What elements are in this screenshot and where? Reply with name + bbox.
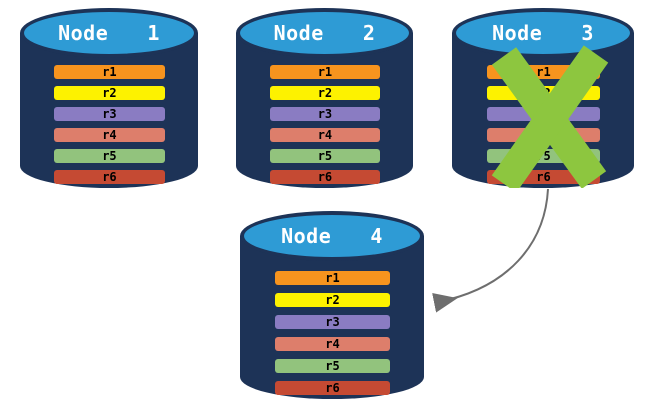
replica-row-r1: r1 — [269, 65, 381, 79]
replica-row-r3: r3 — [486, 107, 601, 121]
replica-row-r5: r5 — [269, 149, 381, 163]
replica-row-r4: r4 — [274, 337, 390, 351]
node-2-replica-rows: r1 r2 r3 r4 r5 r6 — [269, 65, 381, 184]
replica-row-r2: r2 — [274, 293, 390, 307]
node-4-cylinder: Node 4 r1 r2 r3 r4 r5 r6 — [240, 211, 424, 399]
node-1-replica-rows: r1 r2 r3 r4 r5 r6 — [53, 65, 166, 184]
replica-row-r5: r5 — [53, 149, 166, 163]
replica-row-r1: r1 — [486, 65, 601, 79]
replica-row-r1: r1 — [274, 271, 390, 285]
node-1-label: Node 1 — [58, 21, 160, 45]
node-3-label: Node 3 — [492, 21, 594, 45]
node-3-cylinder-top: Node 3 — [452, 8, 634, 58]
replica-row-r3: r3 — [53, 107, 166, 121]
replica-row-r6: r6 — [53, 170, 166, 184]
replica-row-r3: r3 — [274, 315, 390, 329]
replica-row-r4: r4 — [486, 128, 601, 142]
node-4-cylinder-top: Node 4 — [240, 211, 424, 261]
node-3-cylinder: Node 3 r1 r2 r3 r4 r5 r6 — [452, 8, 634, 188]
node-3-replica-rows: r1 r2 r3 r4 r5 r6 — [486, 65, 601, 184]
replica-row-r2: r2 — [486, 86, 601, 100]
replica-row-r5: r5 — [486, 149, 601, 163]
node-4-replica-rows: r1 r2 r3 r4 r5 r6 — [274, 271, 390, 395]
replica-row-r2: r2 — [269, 86, 381, 100]
node-1-cylinder-top: Node 1 — [20, 8, 198, 58]
node-2-cylinder-top: Node 2 — [236, 8, 413, 58]
node-4-label: Node 4 — [281, 224, 383, 248]
replica-row-r2: r2 — [53, 86, 166, 100]
replica-row-r4: r4 — [53, 128, 166, 142]
replica-row-r5: r5 — [274, 359, 390, 373]
node-1-cylinder: Node 1 r1 r2 r3 r4 r5 r6 — [20, 8, 198, 188]
replica-row-r4: r4 — [269, 128, 381, 142]
replica-row-r3: r3 — [269, 107, 381, 121]
replica-row-r6: r6 — [486, 170, 601, 184]
replica-row-r6: r6 — [274, 381, 390, 395]
replica-row-r1: r1 — [53, 65, 166, 79]
node-2-label: Node 2 — [273, 21, 376, 45]
node-2-cylinder: Node 2 r1 r2 r3 r4 r5 r6 — [236, 8, 413, 188]
replica-row-r6: r6 — [269, 170, 381, 184]
